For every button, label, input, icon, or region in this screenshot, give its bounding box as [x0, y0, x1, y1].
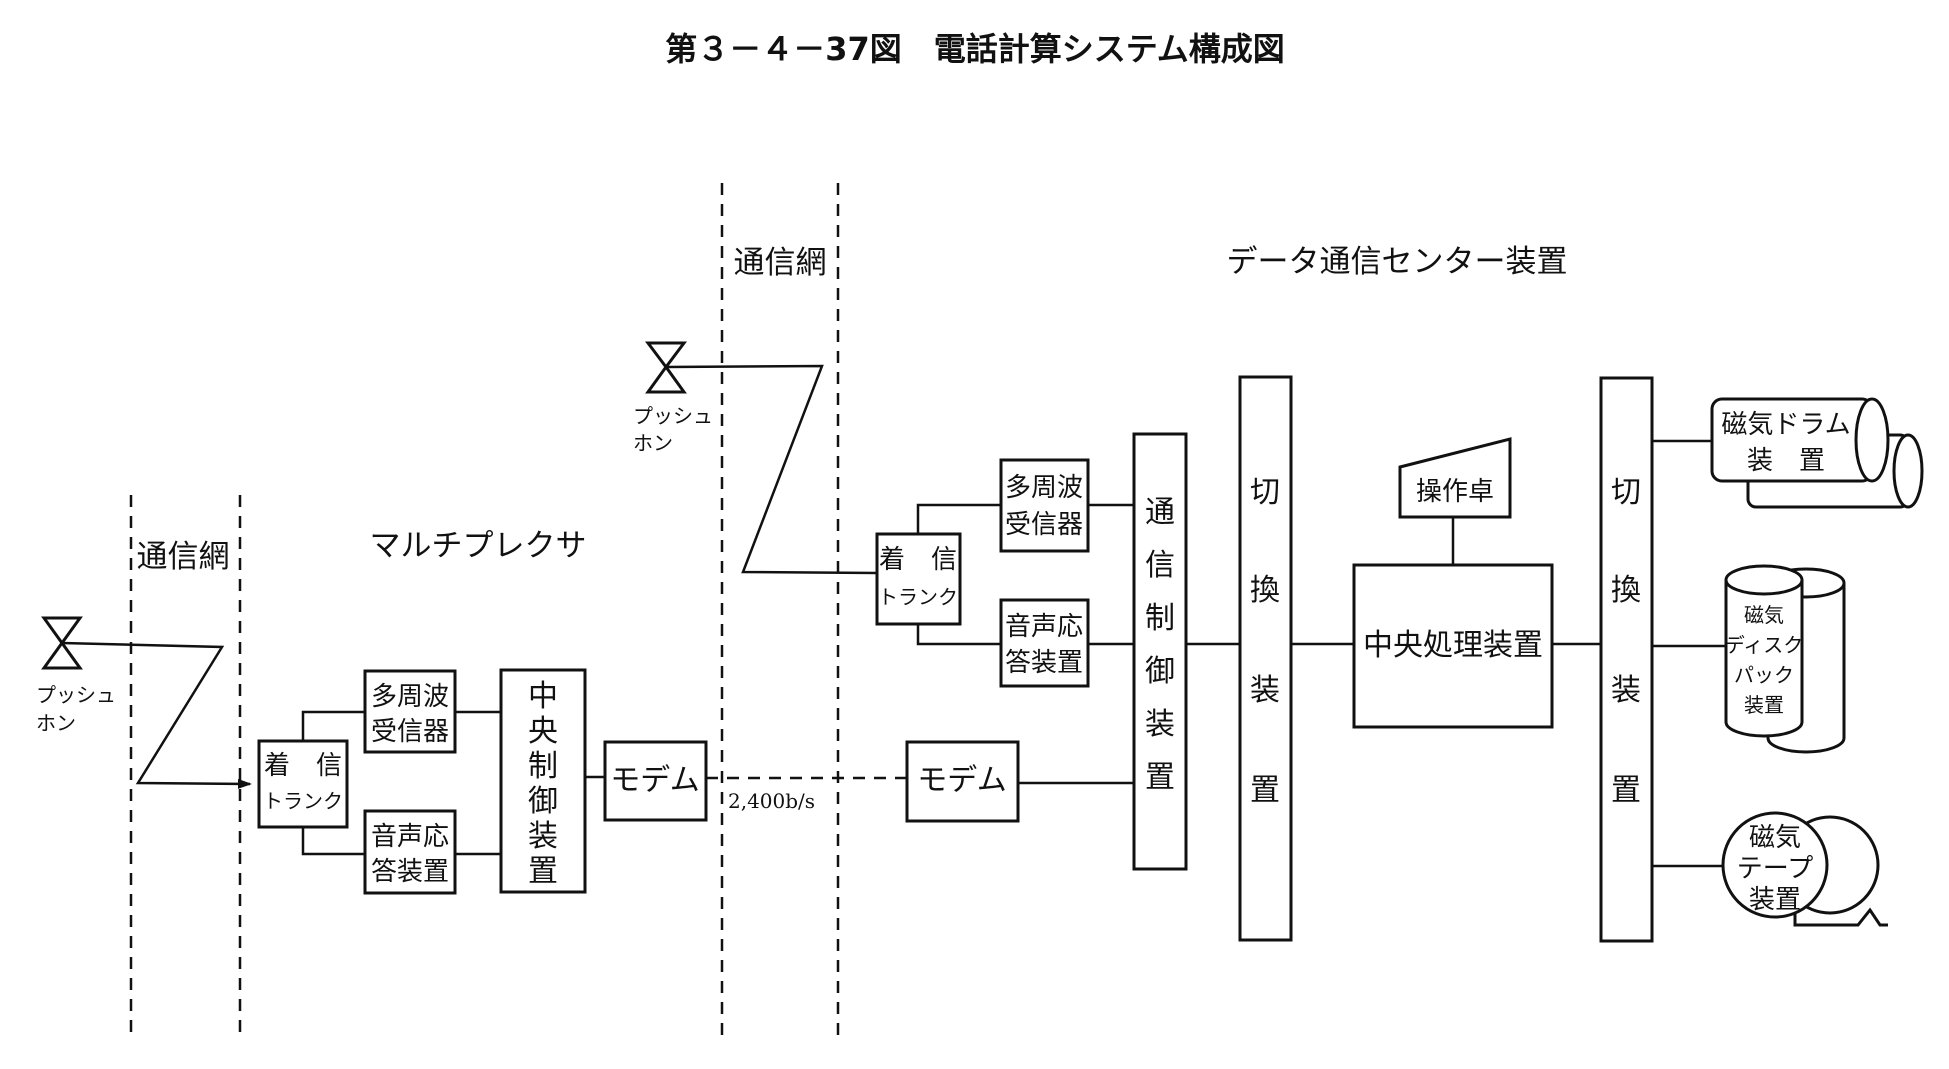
incoming-trunk-box-right: 着 信 トランク: [875, 532, 962, 626]
comm-control-char-5: 装: [1145, 707, 1175, 742]
disk-line-3: パック: [1734, 663, 1794, 687]
voice-right-line-1: 音声応: [1005, 612, 1083, 642]
incoming-trunk-left-line-1: 着 信: [264, 751, 342, 781]
drum-line-2: 装 置: [1747, 446, 1825, 476]
central-control-char-3: 制: [528, 749, 558, 784]
call-path-right: [665, 364, 878, 575]
comm-control-box: 通 信 制 御 装 置: [1132, 432, 1188, 871]
central-control-char-6: 置: [528, 854, 558, 889]
voice-left-line-2: 答装置: [371, 857, 449, 887]
mfr-left-line-2: 受信器: [371, 717, 449, 747]
switch2-char-2: 換: [1611, 573, 1641, 608]
central-control-box: 中 央 制 御 装 置: [499, 668, 587, 894]
modem-box-left: モデム: [603, 740, 708, 822]
pushphone-left-label-1: プッシュ: [36, 683, 116, 707]
console-box: 操作卓: [1398, 437, 1512, 519]
call-path-left: [61, 641, 252, 789]
line-speed-label: 2,400b/s: [728, 789, 815, 813]
mfr-right-line-2: 受信器: [1005, 510, 1083, 540]
modem-left-label: モデム: [610, 763, 699, 798]
pushphone-left-label-2: ホン: [36, 711, 76, 735]
cpu-box: 中央処理装置: [1352, 563, 1554, 729]
switch-device-box-1: 切 換 装 置: [1238, 375, 1293, 942]
network-label-right: 通信網: [734, 245, 827, 281]
tape-line-3: 装置: [1749, 885, 1801, 915]
comm-control-char-4: 御: [1145, 654, 1175, 689]
switch-device-box-2: 切 換 装 置: [1599, 376, 1654, 943]
voice-left-line-1: 音声応: [371, 822, 449, 852]
central-control-char-2: 央: [528, 714, 558, 749]
voice-response-box-right: 音声応 答装置: [999, 598, 1090, 688]
data-center-label: データ通信センター装置: [1227, 244, 1568, 280]
connector-trunk-mfr-right: [916, 503, 1001, 534]
drum-line-1: 磁気ドラム: [1721, 410, 1850, 440]
mfr-right-line-1: 多周波: [1005, 473, 1083, 503]
multi-freq-receiver-box-left: 多周波 受信器: [363, 669, 457, 754]
central-control-char-4: 御: [528, 784, 558, 819]
incoming-trunk-box-left: 着 信 トランク: [257, 739, 349, 829]
connector-trunk-mfr-left: [301, 710, 365, 741]
multiplexer-label: マルチプレクサ: [370, 528, 587, 564]
central-control-char-1: 中: [528, 679, 558, 714]
figure-title: 第３－４－37図 電話計算システム構成図: [665, 30, 1285, 68]
mfr-left-line-1: 多周波: [371, 682, 449, 712]
incoming-trunk-right-line-1: 着 信: [879, 545, 957, 575]
tape-line-2: テープ: [1737, 854, 1813, 884]
switch2-char-4: 置: [1611, 773, 1641, 808]
disk-line-4: 装置: [1744, 693, 1784, 717]
switch1-char-3: 装: [1250, 673, 1280, 708]
incoming-trunk-right-line-2: トランク: [878, 585, 958, 609]
comm-control-char-6: 置: [1145, 760, 1175, 795]
pushphone-left-icon: [41, 616, 83, 670]
modem-right-label: モデム: [917, 763, 1006, 798]
pushphone-right-label-1: プッシュ: [633, 404, 713, 428]
comm-control-char-2: 信: [1145, 548, 1175, 583]
switch1-char-1: 切: [1250, 475, 1280, 510]
modem-box-right: モデム: [905, 740, 1020, 823]
comm-control-char-3: 制: [1145, 601, 1175, 636]
magnetic-tape-icon: 磁気 テープ 装置: [1721, 811, 1888, 927]
magnetic-drum-icon: 磁気ドラム 装 置: [1710, 397, 1924, 509]
incoming-trunk-left-line-2: トランク: [263, 789, 343, 813]
pushphone-right-label-2: ホン: [633, 431, 673, 455]
switch1-char-4: 置: [1250, 773, 1280, 808]
console-label: 操作卓: [1416, 477, 1494, 507]
switch2-char-1: 切: [1611, 475, 1641, 510]
switch2-char-3: 装: [1611, 673, 1641, 708]
multi-freq-receiver-box-right: 多周波 受信器: [999, 458, 1090, 553]
central-control-char-5: 装: [528, 819, 558, 854]
voice-right-line-2: 答装置: [1005, 648, 1083, 678]
magnetic-disk-icon: 磁気 ディスク パック 装置: [1724, 564, 1846, 754]
pushphone-right-icon: [645, 341, 687, 394]
disk-line-2: ディスク: [1725, 633, 1804, 657]
network-label-left: 通信網: [137, 539, 230, 575]
voice-response-box-left: 音声応 答装置: [363, 809, 457, 895]
comm-control-char-1: 通: [1145, 495, 1175, 530]
cpu-label: 中央処理装置: [1363, 628, 1543, 663]
switch1-char-2: 換: [1250, 573, 1280, 608]
disk-line-1: 磁気: [1744, 603, 1784, 627]
connector-trunk-voice-right: [916, 624, 1001, 646]
connector-trunk-voice-left: [301, 827, 365, 856]
tape-line-1: 磁気: [1749, 823, 1801, 853]
